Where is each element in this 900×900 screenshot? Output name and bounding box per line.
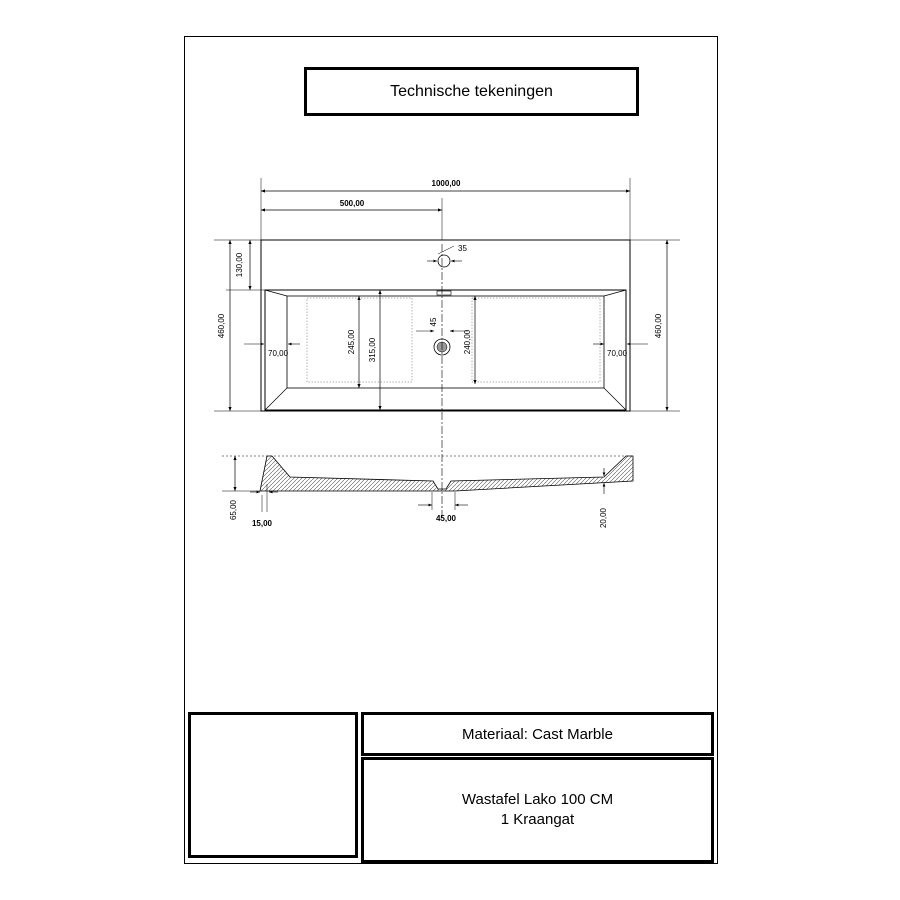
drawing-sheet-border (184, 36, 718, 864)
slope-left (306, 297, 413, 383)
dim-basin-inner: 245,00 (347, 329, 356, 354)
dim-back-ledge: 130,00 (235, 252, 244, 277)
dim-rim-thickness: 15,00 (252, 519, 273, 528)
dim-bottom-thickness: 20,00 (599, 507, 608, 528)
bevel-line (603, 289, 627, 297)
product-tap-holes: 1 Kraangat (500, 811, 575, 828)
slope-right (471, 297, 601, 383)
dim-drain-diameter: 45 (429, 317, 438, 326)
tap-hole (437, 254, 451, 268)
dim-side-wall-left: 70,00 (268, 349, 289, 358)
title-block-product: Wastafel Lako 100 CM 1 Kraangat (361, 757, 714, 863)
dim-total-depth-right: 460,00 (654, 313, 663, 338)
drawing-title: Technische tekeningen (390, 82, 553, 100)
dim-total-depth-left: 460,00 (217, 313, 226, 338)
dim-basin-right: 240,00 (463, 329, 472, 354)
basin-rim (264, 289, 627, 411)
overflow-slot (436, 290, 452, 296)
dim-half-width: 500,00 (340, 199, 365, 208)
bevel-line (264, 289, 288, 297)
dim-basin-outer: 315,00 (368, 337, 377, 362)
bevel-line (264, 387, 288, 411)
section-profile (259, 455, 634, 492)
dim-side-wall-right: 70,00 (607, 349, 628, 358)
title-block-material: Materiaal: Cast Marble (361, 712, 714, 756)
bevel-line (603, 387, 627, 411)
dim-drain-width: 45,00 (436, 514, 457, 523)
dim-total-width: 1000,00 (432, 179, 461, 188)
dim-tap-hole: 35 (458, 244, 467, 253)
material-label: Materiaal: Cast Marble (462, 725, 613, 743)
dim-height: 65,00 (229, 499, 238, 520)
product-name: Wastafel Lako 100 CM (461, 791, 614, 808)
basin-outline (260, 239, 631, 412)
basin-bowl (286, 295, 605, 389)
title-block-logo-area (188, 712, 358, 858)
section-view: 65,00 15,00 45,00 20,00 (222, 455, 634, 528)
drawing-title-box: Technische tekeningen (304, 67, 639, 116)
top-view: 1000,00 500,00 35 460,00 130,00 460,00 7… (214, 178, 680, 520)
